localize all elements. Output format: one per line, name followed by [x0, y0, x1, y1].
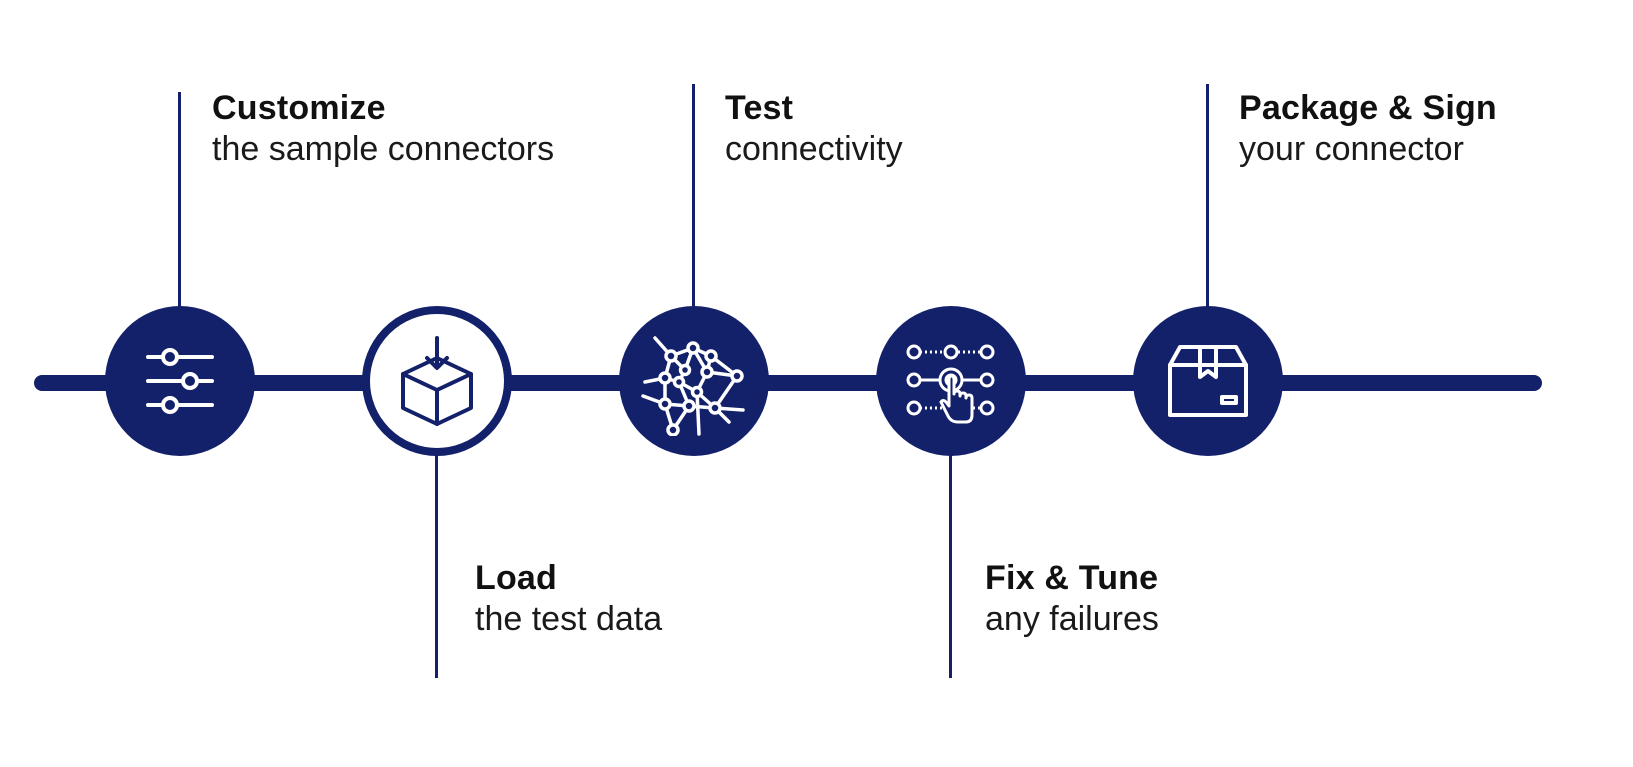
box-download-icon	[401, 336, 473, 426]
connector-load	[435, 448, 438, 678]
node-fix-tune	[876, 306, 1026, 456]
step-title: Package & Sign	[1239, 89, 1497, 127]
node-customize	[105, 306, 255, 456]
connector-test	[692, 84, 695, 314]
step-title: Load	[475, 559, 558, 597]
timeline-line	[34, 375, 1542, 391]
step-subtitle: your connector	[1239, 130, 1464, 168]
connector-package-sign	[1206, 84, 1209, 314]
step-subtitle: the test data	[475, 600, 663, 638]
package-icon	[1168, 345, 1248, 417]
step-label-customize: Customize the sample connectors	[212, 88, 554, 170]
step-label-package-sign: Package & Sign your connector	[1239, 88, 1497, 170]
step-subtitle: any failures	[985, 600, 1159, 638]
connector-customize	[178, 92, 181, 314]
node-load	[362, 306, 512, 456]
step-label-load: Load the test data	[475, 558, 662, 640]
node-package-sign	[1133, 306, 1283, 456]
step-label-test: Test connectivity	[725, 88, 903, 170]
step-title: Test	[725, 89, 794, 127]
step-subtitle: connectivity	[725, 130, 903, 168]
network-icon	[641, 336, 745, 436]
step-title: Customize	[212, 89, 386, 127]
step-subtitle: the sample connectors	[212, 130, 555, 168]
node-grid-tap-icon	[906, 344, 995, 424]
node-test	[619, 306, 769, 456]
step-label-fix-tune: Fix & Tune any failures	[985, 558, 1159, 640]
sliders-icon	[146, 348, 214, 414]
step-title: Fix & Tune	[985, 559, 1159, 597]
connector-fix-tune	[949, 448, 952, 678]
